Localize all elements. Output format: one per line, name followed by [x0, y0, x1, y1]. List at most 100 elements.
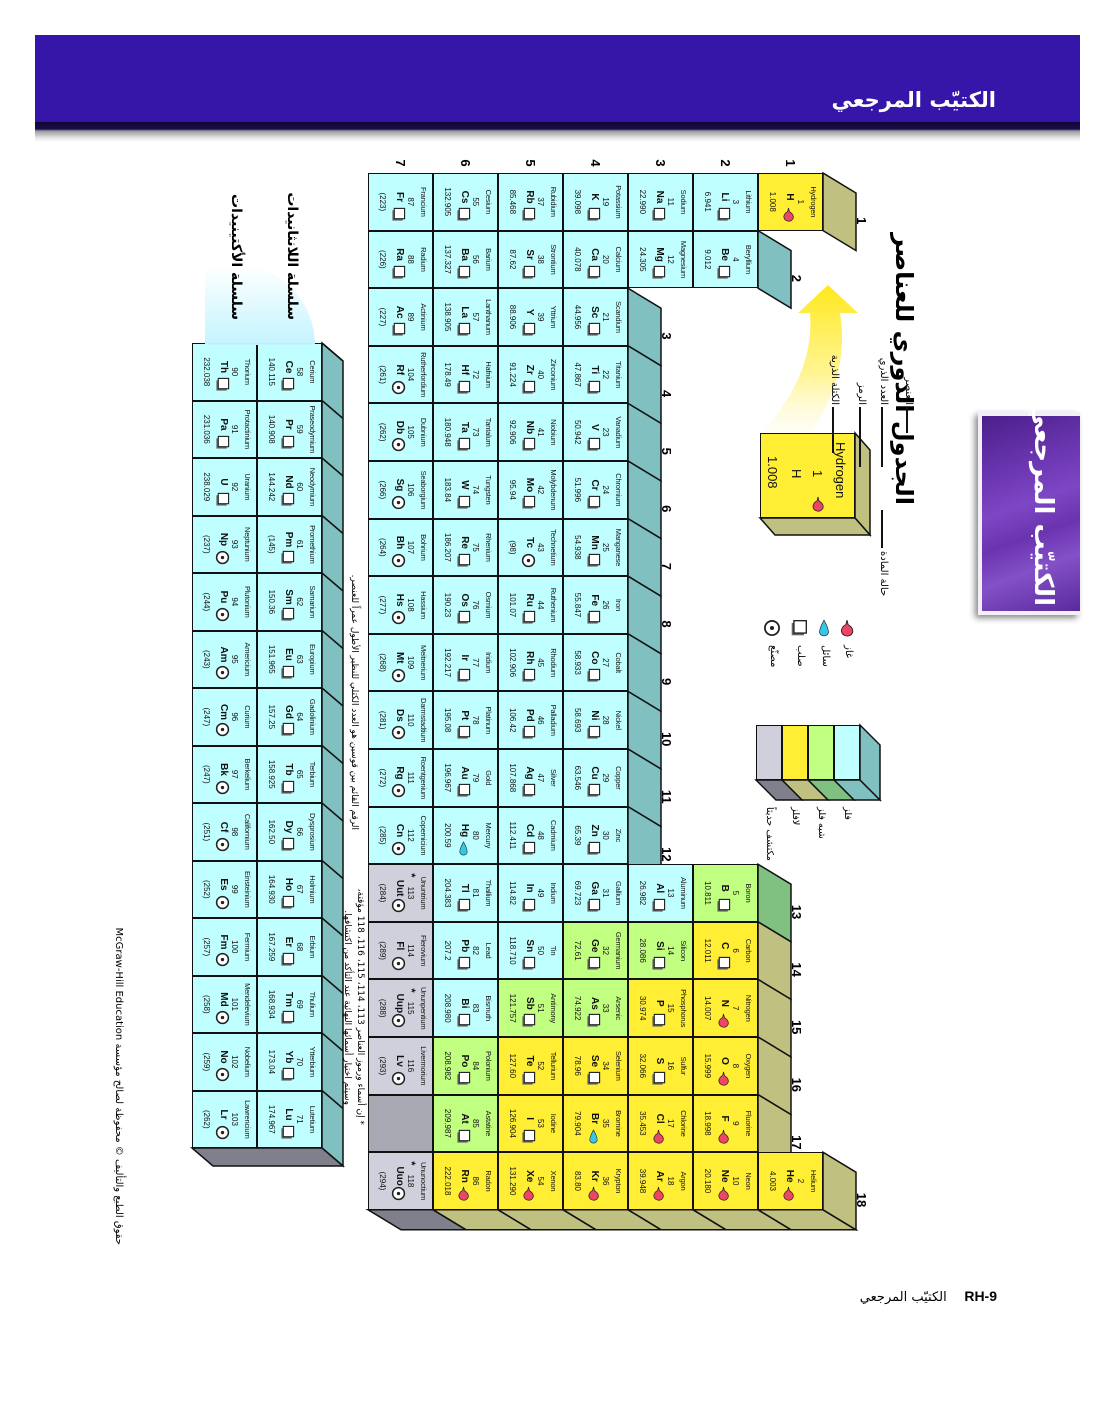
side-tab-reference-handbook[interactable]: الكتيّب المرجعي — [978, 402, 1080, 615]
